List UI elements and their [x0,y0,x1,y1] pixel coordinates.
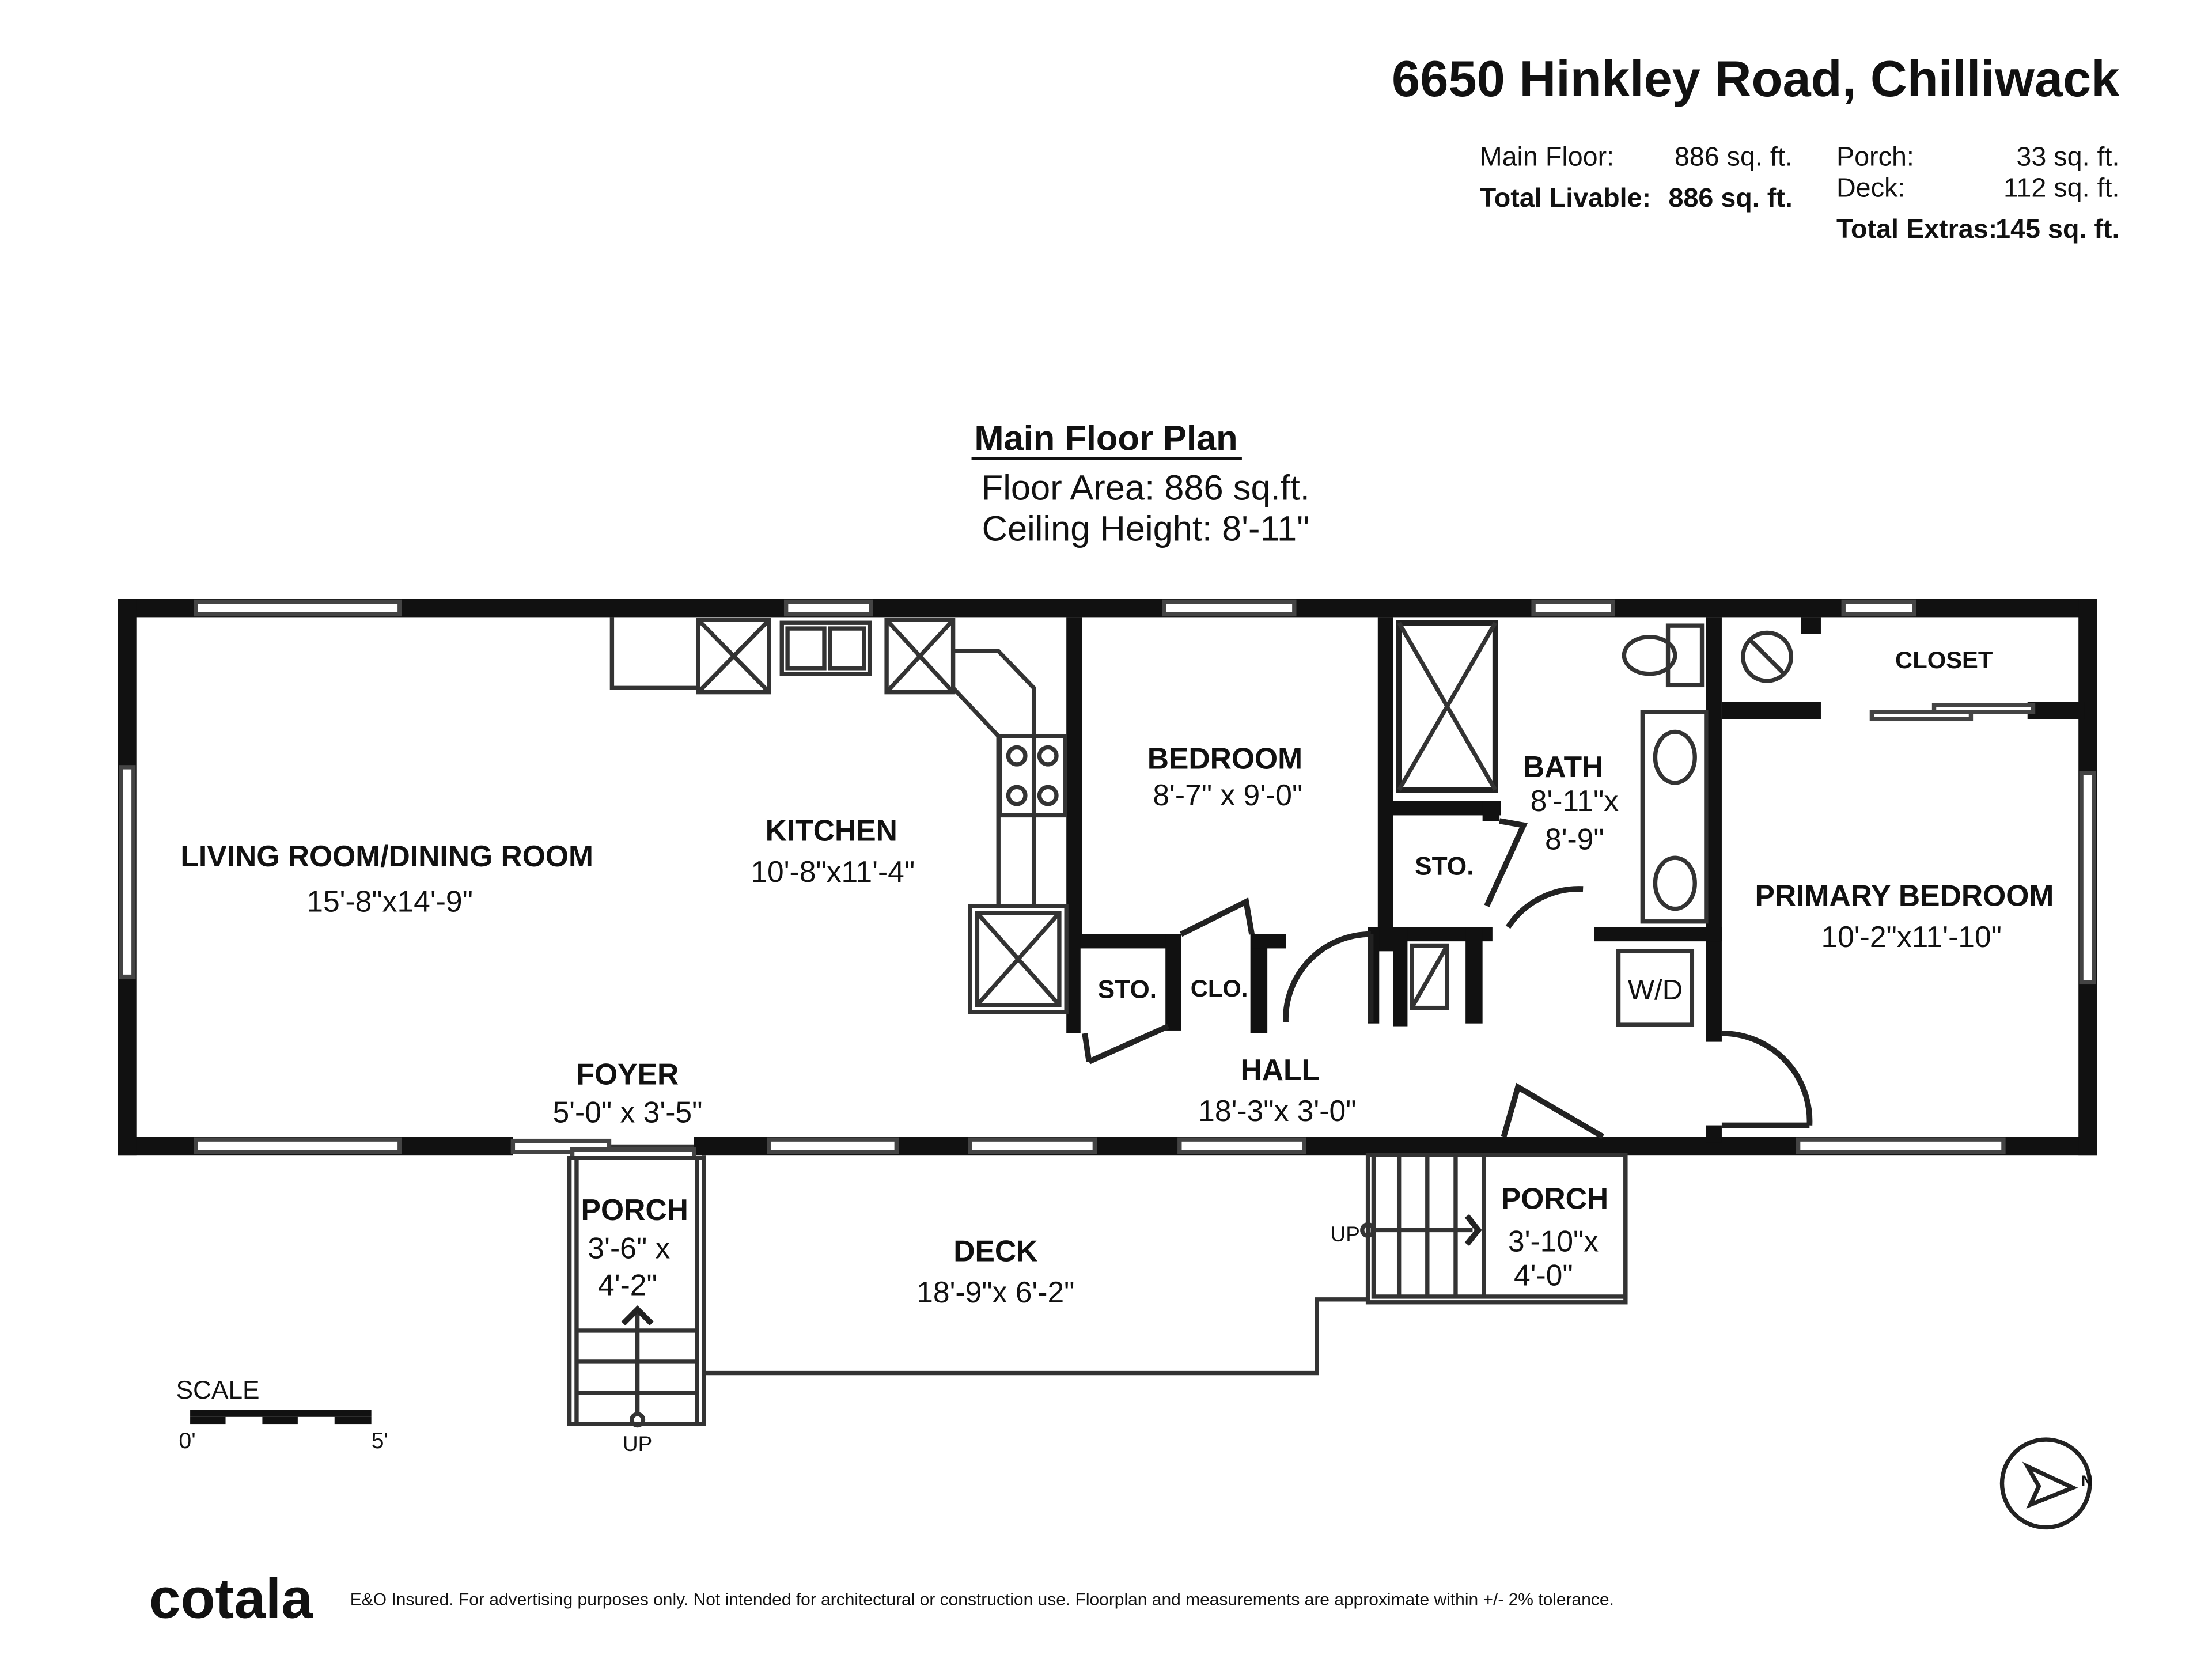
door-swings [1082,818,1813,1139]
foyer-dim: 5'-0" x 3'-5" [552,1096,702,1129]
main-floor-value: 886 sq. ft. [1675,142,1793,172]
primary-bedroom-name: PRIMARY BEDROOM [1755,879,2054,912]
interior-walls [1066,617,2085,1143]
living-room-dim: 15'-8"x14'-9" [306,885,473,918]
brand-logo: cotala [149,1567,313,1630]
exterior-walls [118,599,2097,1156]
hall-closet-label: CLO. [1191,975,1248,1002]
deck-name: DECK [953,1234,1037,1267]
porch-right-dim-2: 4'-0" [1514,1258,1573,1291]
windows [119,599,2096,1154]
toilet-icon [1622,623,1705,688]
scale-label: SCALE [176,1376,260,1404]
closet-name: CLOSET [1895,646,1993,673]
kitchen-sink-icon [779,620,872,676]
bath-name: BATH [1523,750,1603,783]
foyer-name: FOYER [577,1057,679,1090]
total-livable-label: Total Livable: [1480,183,1651,213]
bedroom-name: BEDROOM [1147,741,1302,775]
washer-dryer-box [1616,949,1695,1027]
total-livable-value: 886 sq. ft. [1669,183,1793,213]
hall-storage-label: STO. [1098,975,1157,1003]
bath-storage-label: STO. [1415,853,1474,881]
sto-cabinet-icon [1410,943,1449,1010]
porch-area-label: Porch: [1836,142,1914,172]
hall-name: HALL [1240,1053,1320,1086]
porch-left-name: PORCH [581,1193,688,1226]
porch-area-value: 33 sq. ft. [2016,142,2119,172]
fridge-icon [968,904,1069,1014]
deck-area-value: 112 sq. ft. [2003,173,2119,203]
porch-right-name: PORCH [1501,1182,1608,1215]
kitchen-dim: 10'-8"x11'-4" [751,855,915,888]
north-arrow-icon: N [1999,1437,2093,1530]
bedroom-dim: 8'-7" x 9'-0" [1153,778,1302,812]
vanity-sinks-icon [1640,710,1709,924]
primary-bedroom-dim: 10'-2"x11'-10" [1821,920,2002,953]
plan-title: Main Floor Plan [974,418,1237,458]
front-door [510,1135,696,1160]
porch-left-up: UP [623,1432,652,1456]
disclaimer-text: E&O Insured. For advertising purposes on… [350,1590,1614,1609]
porch-left-dim-1: 3'-6" x [588,1232,670,1265]
stove-icon [998,734,1067,818]
water-heater-icon [1741,630,1794,683]
shower-icon [1396,620,1498,793]
main-floor-label: Main Floor: [1480,142,1614,172]
porch-right-up: UP [1331,1222,1360,1246]
porch-right-dim-1: 3'-10"x [1508,1224,1599,1257]
deck-outline [702,1155,1368,1376]
closet-sliding-doors [1869,703,2036,722]
scale-bar [190,1410,372,1425]
wd-label: W/D [1628,975,1683,1006]
svg-text:N: N [2081,1472,2093,1490]
scale-max: 5' [372,1428,388,1453]
porch-left-dim-2: 4'-2" [598,1268,657,1301]
scale-min: 0' [179,1428,195,1453]
floor-area-text: Floor Area: 886 sq.ft. [982,468,1310,507]
kitchen-cabinets [609,617,1067,908]
kitchen-name: KITCHEN [766,814,897,847]
total-extras-value: 145 sq. ft. [1995,214,2119,244]
porch-right [1360,1153,1628,1305]
deck-dim: 18'-9"x 6'-2" [916,1275,1074,1309]
total-extras-label: Total Extras: [1836,214,1997,244]
bath-dim-1: 8'-11"x [1531,784,1619,817]
deck-area-label: Deck: [1836,173,1905,203]
hall-dim: 18'-3"x 3'-0" [1198,1094,1356,1127]
ceiling-height-text: Ceiling Height: 8'-11" [982,509,1309,549]
living-room-name: LIVING ROOM/DINING ROOM [180,839,593,873]
bath-dim-2: 8'-9" [1545,822,1604,855]
property-address: 6650 Hinkley Road, Chilliwack [1392,50,2120,107]
